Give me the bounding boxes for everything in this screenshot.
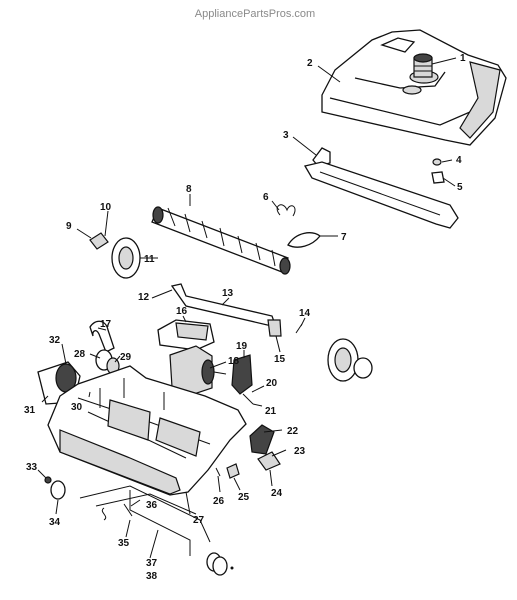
callout-22: 22 bbox=[287, 426, 299, 437]
wheel-rear-part bbox=[327, 338, 373, 382]
callout-36: 36 bbox=[146, 500, 158, 511]
callout-37: 37 bbox=[146, 558, 158, 569]
callout-6: 6 bbox=[263, 192, 269, 203]
callout-11: 11 bbox=[144, 254, 155, 265]
callout-25: 25 bbox=[238, 492, 250, 503]
clip-part bbox=[276, 204, 296, 217]
knob-part bbox=[226, 463, 240, 479]
callout-5: 5 bbox=[457, 182, 463, 193]
callout-27: 27 bbox=[193, 515, 205, 526]
small-clip-parts bbox=[431, 158, 445, 184]
callout-labels: 1 2 3 4 5 6 7 8 9 10 11 12 13 14 15 16 1… bbox=[24, 53, 466, 582]
belt-part bbox=[287, 232, 321, 248]
motor-bracket-part bbox=[157, 319, 215, 351]
end-cap-part bbox=[89, 232, 109, 250]
watermark: AppliancePartsPros.com bbox=[195, 8, 315, 20]
callout-15: 15 bbox=[274, 354, 286, 365]
caster-parts bbox=[206, 552, 234, 576]
bottom-plate-part bbox=[303, 161, 459, 229]
callout-17: 17 bbox=[100, 319, 112, 330]
switch-part bbox=[231, 354, 253, 395]
callout-30: 30 bbox=[71, 402, 83, 413]
callout-1: 1 bbox=[460, 53, 466, 64]
callout-21: 21 bbox=[265, 406, 277, 417]
callout-29: 29 bbox=[120, 352, 132, 363]
wire-bracket-part bbox=[79, 485, 211, 556]
motor-part bbox=[169, 345, 227, 397]
axle-rod-part bbox=[170, 283, 278, 328]
callout-4: 4 bbox=[456, 155, 462, 166]
callout-28: 28 bbox=[74, 349, 86, 360]
callout-12: 12 bbox=[138, 292, 150, 303]
base-housing-part bbox=[47, 365, 247, 496]
swivel-neck-part bbox=[409, 53, 439, 84]
callout-23: 23 bbox=[294, 446, 306, 457]
callout-35: 35 bbox=[118, 538, 130, 549]
callout-13: 13 bbox=[222, 288, 234, 299]
fan-parts bbox=[95, 349, 120, 375]
wheel-front-part bbox=[111, 237, 141, 279]
callout-16: 16 bbox=[176, 306, 188, 317]
callout-24: 24 bbox=[271, 488, 283, 499]
callout-20: 20 bbox=[266, 378, 278, 389]
pedal-part bbox=[267, 319, 282, 337]
callout-18: 18 bbox=[228, 356, 240, 367]
callout-3: 3 bbox=[283, 130, 289, 141]
callout-38: 38 bbox=[146, 571, 158, 582]
callout-34: 34 bbox=[49, 517, 61, 528]
brush-roll-part bbox=[151, 206, 291, 275]
callout-9: 9 bbox=[66, 221, 72, 232]
callout-14: 14 bbox=[299, 308, 311, 319]
callout-7: 7 bbox=[341, 232, 347, 243]
callout-26: 26 bbox=[213, 496, 225, 507]
callout-31: 31 bbox=[24, 405, 36, 416]
callout-33: 33 bbox=[26, 462, 38, 473]
callout-10: 10 bbox=[100, 202, 112, 213]
callout-2: 2 bbox=[307, 58, 313, 69]
leader-lines bbox=[37, 57, 457, 559]
height-adjust-parts bbox=[249, 424, 281, 471]
callout-8: 8 bbox=[186, 184, 192, 195]
nozzle-hood-part bbox=[321, 29, 507, 146]
callout-19: 19 bbox=[236, 341, 248, 352]
callout-32: 32 bbox=[49, 335, 61, 346]
small-wheel-part bbox=[44, 476, 66, 500]
spring-part bbox=[242, 393, 254, 405]
pin-part bbox=[215, 467, 221, 477]
